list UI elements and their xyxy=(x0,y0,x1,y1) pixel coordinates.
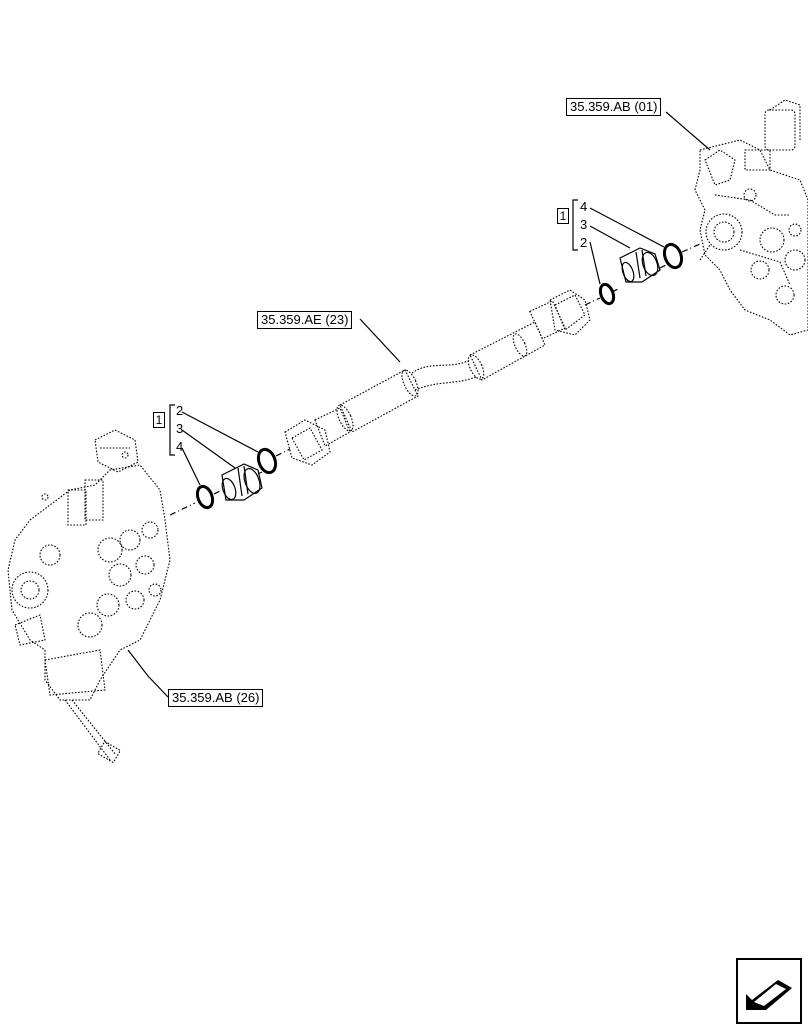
leader-lines xyxy=(127,111,711,698)
reference-label-valve-bottom[interactable]: 35.359.AB (26) xyxy=(168,689,264,707)
reference-label-hose[interactable]: 35.359.AE (23) xyxy=(257,311,353,329)
kit-right-parts xyxy=(584,242,701,306)
kit-left-parts xyxy=(169,447,291,516)
control-valve-bottom-left xyxy=(7,429,171,764)
kit-number-box-left: 1 xyxy=(153,412,165,428)
callout-right-item-3: 2 xyxy=(580,235,588,250)
callout-left-item-2: 3 xyxy=(176,421,184,436)
reference-label-valve-top[interactable]: 35.359.AB (01) xyxy=(566,98,662,116)
callout-right-item-1: 4 xyxy=(580,199,588,214)
next-page-arrow-icon[interactable] xyxy=(736,958,802,1024)
control-valve-top-right xyxy=(694,99,808,336)
exploded-parts-diagram xyxy=(7,99,808,764)
adapter-fitting-right xyxy=(619,247,661,283)
adapter-fitting-left xyxy=(221,463,263,501)
callout-left-item-1: 2 xyxy=(176,403,184,418)
callout-right-item-2: 3 xyxy=(580,217,588,232)
kit-number-box-right: 1 xyxy=(557,208,569,224)
hydraulic-hose xyxy=(284,289,591,466)
callout-left-item-3: 4 xyxy=(176,439,184,454)
